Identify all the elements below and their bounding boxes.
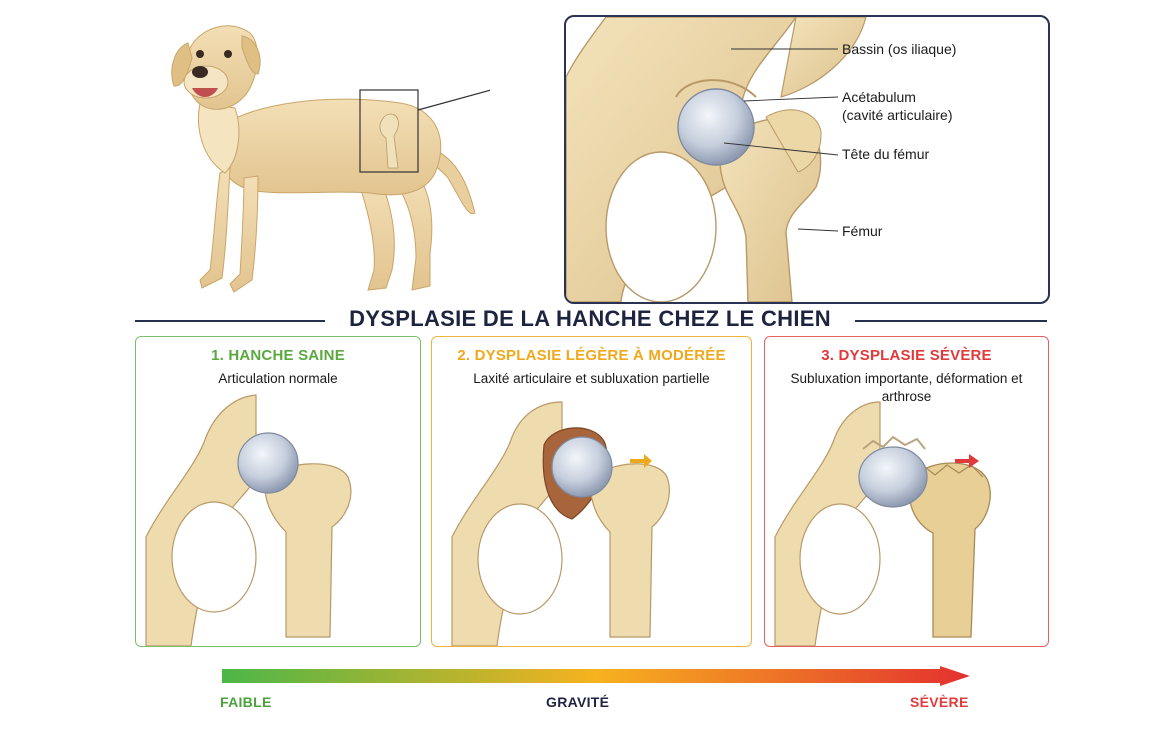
title-divider-right — [855, 320, 1047, 322]
stage-2-title: 2. DYSPLASIE LÉGÈRE À MODÉRÉE — [457, 347, 726, 364]
hip-highlight-box — [359, 89, 419, 173]
severity-gradient-arrow — [222, 666, 970, 686]
scale-label-low: FAIBLE — [220, 694, 272, 710]
stage-card-severe: 3. DYSPLASIE SÉVÈRE Subluxation importan… — [764, 336, 1049, 647]
stage-1-title: 1. HANCHE SAINE — [211, 347, 345, 364]
scale-label-severity: GRAVITÉ — [546, 694, 610, 710]
displacement-arrow-moderate — [630, 454, 652, 468]
stage-card-moderate: 2. DYSPLASIE LÉGÈRE À MODÉRÉE Laxité art… — [431, 336, 752, 647]
page-title: DYSPLASIE DE LA HANCHE CHEZ LE CHIEN — [349, 306, 831, 331]
dog-illustration — [130, 8, 490, 308]
hip-anatomy-zoom-panel: Bassin (os iliaque) Acétabulum (cavité a… — [564, 15, 1050, 304]
stage-1-description: Articulation normale — [218, 371, 338, 386]
label-acetabulum: Acétabulum — [842, 89, 916, 105]
label-pelvis: Bassin (os iliaque) — [842, 41, 957, 57]
scale-label-high: SÉVÈRE — [910, 694, 969, 710]
label-femur: Fémur — [842, 223, 883, 239]
label-femoral-head: Tête du fémur — [842, 146, 930, 162]
displacement-arrow-severe — [955, 454, 979, 468]
stage-3-title: 3. DYSPLASIE SÉVÈRE — [821, 347, 992, 364]
stage-card-healthy: 1. HANCHE SAINE Articulation normale — [135, 336, 421, 647]
stage-3-description: Subluxation importante, déformation et a… — [790, 371, 1023, 404]
stage-2-description: Laxité articulaire et subluxation partie… — [473, 371, 710, 386]
label-acetabulum-detail: (cavité articulaire) — [842, 107, 953, 123]
title-divider-left — [135, 320, 325, 322]
